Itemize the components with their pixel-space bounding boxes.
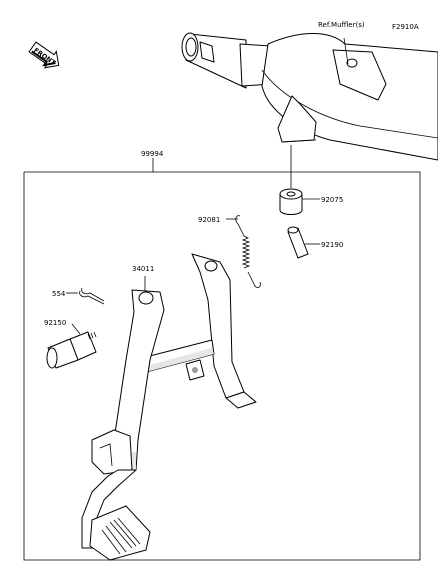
pedal-grip xyxy=(101,517,141,555)
pin: 554 xyxy=(52,287,105,305)
assembly-box xyxy=(23,171,421,561)
assembly-part-number: 99994 xyxy=(141,150,164,158)
ref-muffler-label: Ref.Muffler(s) xyxy=(318,21,365,29)
bolt: 92150 xyxy=(44,319,97,369)
collar-part-number: 92075 xyxy=(321,196,343,204)
spring: 92081 xyxy=(198,215,261,288)
pin-part-number: 554 xyxy=(52,290,66,298)
spring-part-number: 92081 xyxy=(198,216,220,224)
sleeve-part-number: 92190 xyxy=(321,241,343,249)
collar: 92075 xyxy=(279,188,343,215)
sleeve: 92190 xyxy=(287,226,343,259)
bolt-part-number: 92150 xyxy=(44,319,66,327)
front-arrow-icon: FRONT xyxy=(28,41,60,69)
stand-part-number: 34011 xyxy=(132,265,154,273)
center-stand: 34011 xyxy=(81,253,257,561)
muffler: Ref.Muffler(s) xyxy=(181,21,438,161)
figure-code: F2910A xyxy=(392,23,419,31)
